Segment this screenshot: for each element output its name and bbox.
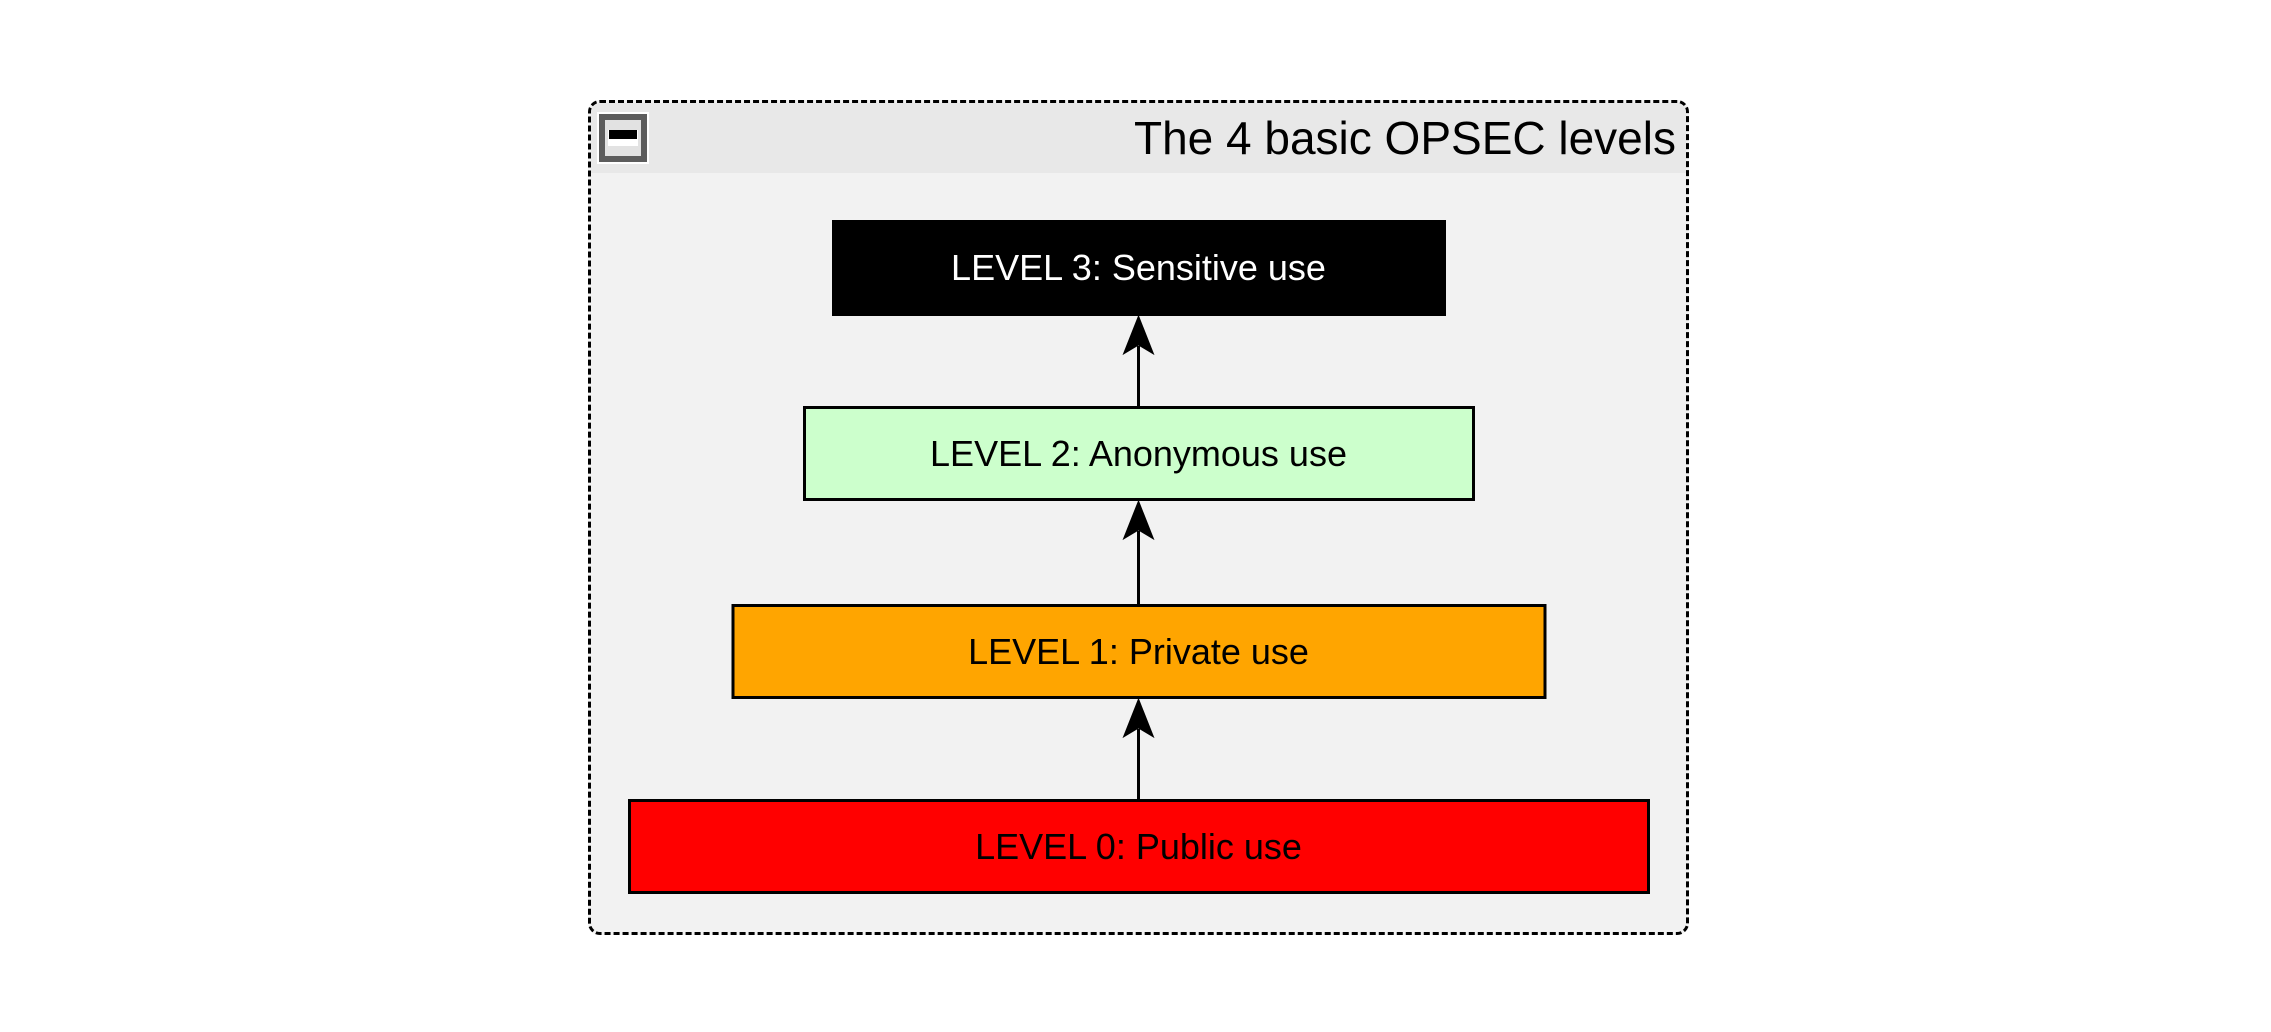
opsec-levels-group-window: The 4 basic OPSEC levels LEVEL 3: Sensit… xyxy=(588,100,1689,935)
window-titlebar: The 4 basic OPSEC levels xyxy=(591,103,1686,173)
level-0-label: LEVEL 0: Public use xyxy=(975,825,1302,867)
level-3-box: LEVEL 3: Sensitive use xyxy=(831,220,1446,316)
arrow-up-icon xyxy=(1122,314,1155,406)
arrow-up-icon xyxy=(1122,499,1155,604)
level-2-label: LEVEL 2: Anonymous use xyxy=(930,432,1347,474)
arrow-up-icon xyxy=(1122,697,1155,799)
level-1-label: LEVEL 1: Private use xyxy=(968,630,1309,672)
minus-icon xyxy=(608,130,638,146)
level-1-box: LEVEL 1: Private use xyxy=(731,604,1546,699)
level-3-label: LEVEL 3: Sensitive use xyxy=(951,247,1326,288)
collapse-button[interactable] xyxy=(599,114,647,162)
window-title: The 4 basic OPSEC levels xyxy=(1133,112,1676,164)
level-0-box: LEVEL 0: Public use xyxy=(627,799,1650,894)
level-2-box: LEVEL 2: Anonymous use xyxy=(802,406,1475,501)
